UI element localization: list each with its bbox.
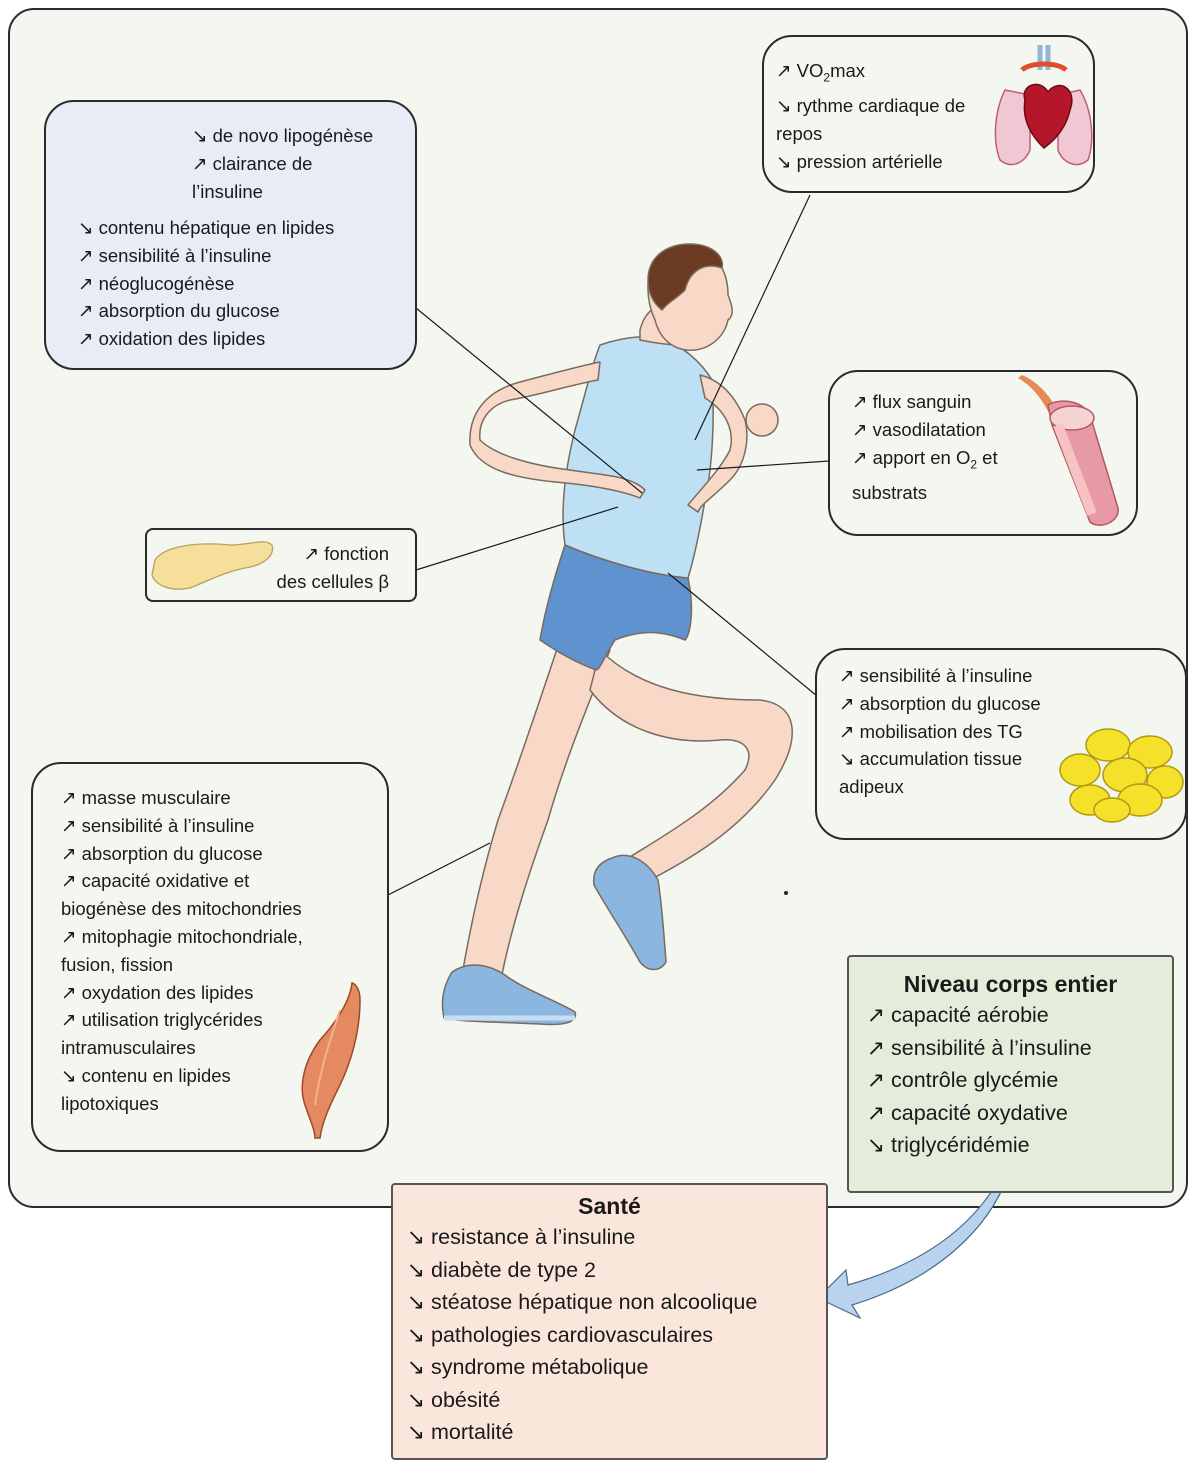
- whole-body-line: ↗ sensibilité à l’insuline: [867, 1032, 1154, 1065]
- vessel-line: substrats: [852, 479, 998, 507]
- whole-body-line: ↘ triglycéridémie: [867, 1129, 1154, 1162]
- liver-line: ↗ clairance de: [192, 150, 373, 178]
- liver-line: ↗ néoglucogénèse: [78, 270, 334, 298]
- whole-body-line: ↗ capacité oxydative: [867, 1097, 1154, 1130]
- heart-line: ↘ pression artérielle: [776, 148, 965, 176]
- health-line: ↘ stéatose hépatique non alcoolique: [407, 1286, 812, 1319]
- heart-box: ↗ VO2max ↘ rythme cardiaque de repos ↘ p…: [762, 35, 1095, 193]
- liver-line: l’insuline: [192, 178, 373, 206]
- adipose-line: ↗ absorption du glucose: [839, 690, 1041, 718]
- pancreas-line: des cellules β: [277, 568, 389, 596]
- liver-box: ↘ de novo lipogénèse ↗ clairance de l’in…: [44, 100, 417, 370]
- muscle-line: intramusculaires: [61, 1034, 303, 1062]
- muscle-box: ↗ masse musculaire ↗ sensibilité à l’ins…: [31, 762, 389, 1152]
- liver-line: ↗ absorption du glucose: [78, 297, 334, 325]
- muscle-line: ↗ oxydation des lipides: [61, 979, 303, 1007]
- adipose-line: adipeux: [839, 773, 1041, 801]
- health-line: ↘ syndrome métabolique: [407, 1351, 812, 1384]
- whole-body-box: Niveau corps entier ↗ capacité aérobie ↗…: [847, 955, 1174, 1193]
- adipose-line: ↗ mobilisation des TG: [839, 718, 1041, 746]
- muscle-line: ↗ absorption du glucose: [61, 840, 303, 868]
- muscle-line: ↘ contenu en lipides: [61, 1062, 303, 1090]
- health-line: ↘ resistance à l’insuline: [407, 1221, 812, 1254]
- leader-muscle: [388, 843, 490, 895]
- muscle-line: ↗ capacité oxidative et: [61, 867, 303, 895]
- stray-dot: [784, 891, 788, 895]
- whole-body-line: ↗ contrôle glycémie: [867, 1064, 1154, 1097]
- muscle-line: lipotoxiques: [61, 1090, 303, 1118]
- muscle-line: ↗ utilisation triglycérides: [61, 1006, 303, 1034]
- liver-line: ↗ oxidation des lipides: [78, 325, 334, 353]
- pancreas-line: ↗ fonction: [277, 540, 389, 568]
- leader-vessel: [697, 461, 829, 470]
- heart-vo2-line: ↗ VO2max: [776, 57, 965, 92]
- vessel-box: ↗ flux sanguin ↗ vasodilatation ↗ apport…: [828, 370, 1138, 536]
- health-line: ↘ obésité: [407, 1384, 812, 1417]
- health-line: ↘ mortalité: [407, 1416, 812, 1449]
- leader-adipose: [668, 573, 817, 696]
- health-title: Santé: [407, 1191, 812, 1221]
- heart-line: repos: [776, 120, 965, 148]
- connector-arrow: [818, 1175, 1008, 1318]
- health-box: Santé ↘ resistance à l’insuline ↘ diabèt…: [391, 1183, 828, 1460]
- whole-body-line: ↗ capacité aérobie: [867, 999, 1154, 1032]
- muscle-line: ↗ sensibilité à l’insuline: [61, 812, 303, 840]
- muscle-line: ↗ mitophagie mitochondriale,: [61, 923, 303, 951]
- liver-line: ↗ sensibilité à l’insuline: [78, 242, 334, 270]
- muscle-line: biogénèse des mitochondries: [61, 895, 303, 923]
- adipose-box: ↗ sensibilité à l’insuline ↗ absorption …: [815, 648, 1187, 840]
- liver-line: ↘ de novo lipogénèse: [192, 122, 373, 150]
- adipose-line: ↘ accumulation tissue: [839, 745, 1041, 773]
- pancreas-box: ↗ fonction des cellules β: [145, 528, 417, 602]
- muscle-line: ↗ masse musculaire: [61, 784, 303, 812]
- health-line: ↘ diabète de type 2: [407, 1254, 812, 1287]
- health-line: ↘ pathologies cardiovasculaires: [407, 1319, 812, 1352]
- liver-line: ↘ contenu hépatique en lipides: [78, 214, 334, 242]
- vessel-line: ↗ flux sanguin: [852, 388, 998, 416]
- vessel-o2-line: ↗ apport en O2 et: [852, 444, 998, 479]
- heart-line: ↘ rythme cardiaque de: [776, 92, 965, 120]
- runner-figure: [442, 244, 792, 1025]
- vessel-line: ↗ vasodilatation: [852, 416, 998, 444]
- adipose-line: ↗ sensibilité à l’insuline: [839, 662, 1041, 690]
- whole-body-title: Niveau corps entier: [867, 969, 1154, 999]
- muscle-line: fusion, fission: [61, 951, 303, 979]
